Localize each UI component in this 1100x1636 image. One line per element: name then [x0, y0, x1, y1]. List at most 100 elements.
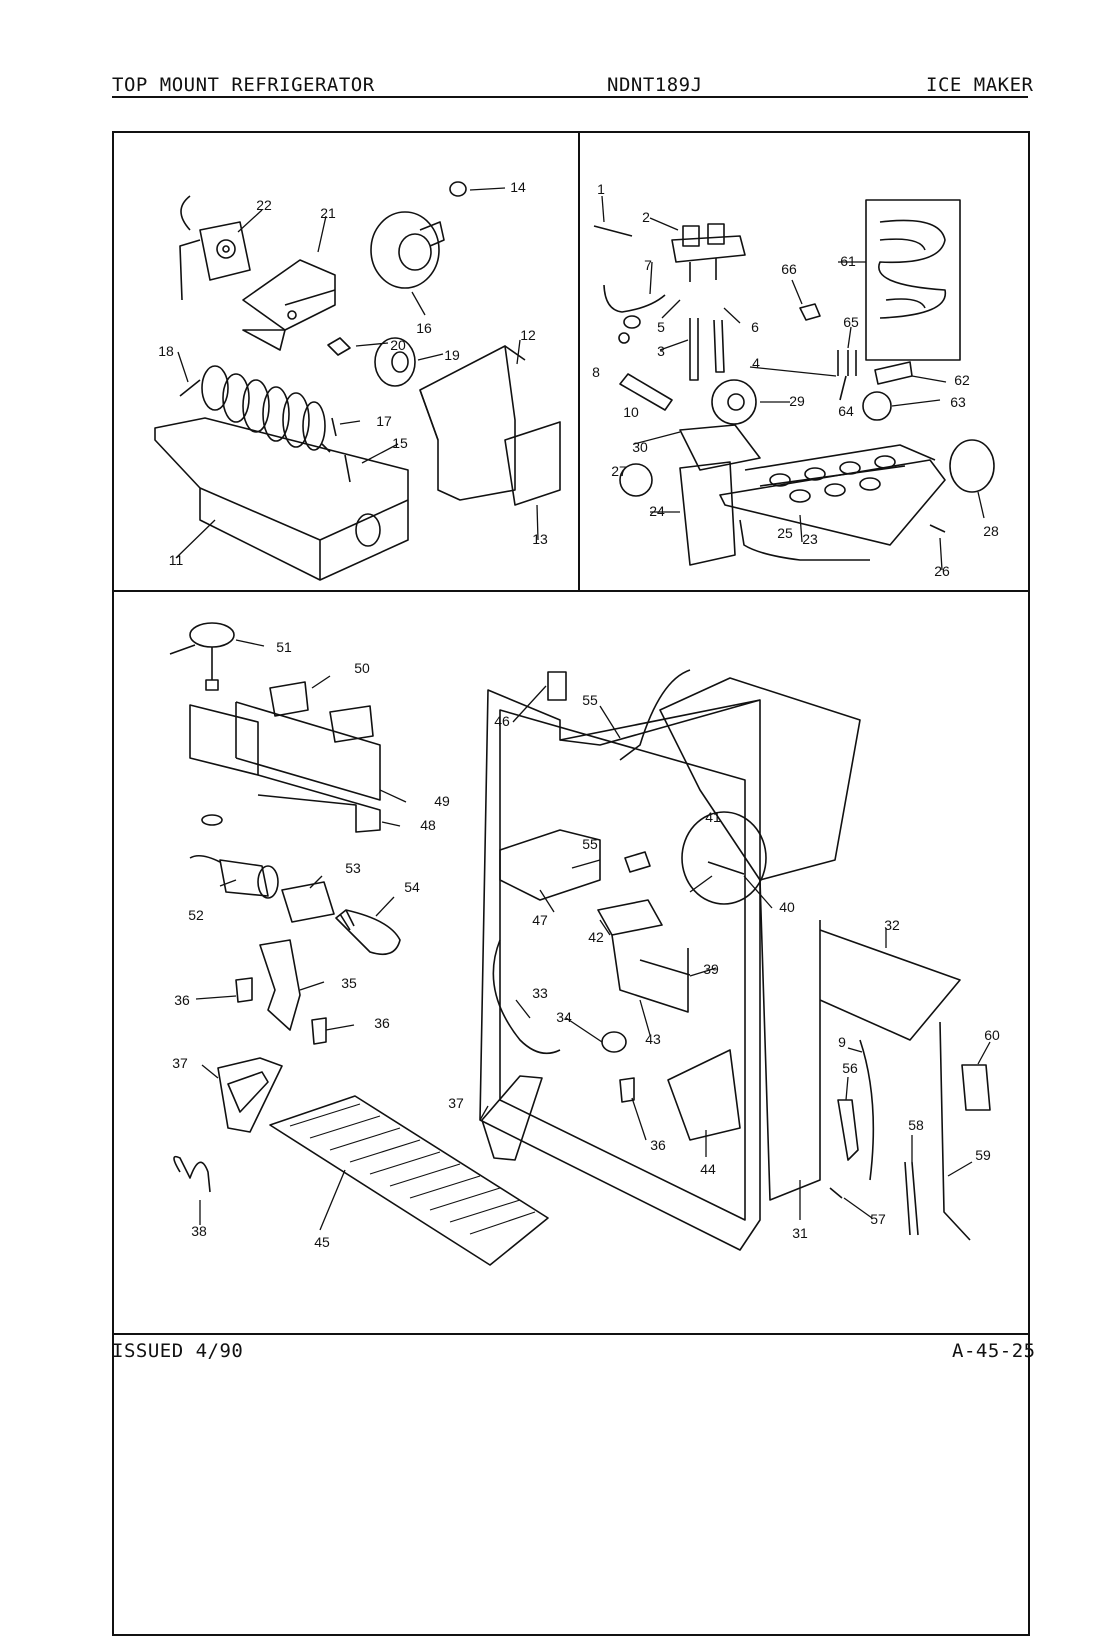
tube-part-55-upper [619, 669, 691, 761]
callout-label: 32 [884, 917, 900, 933]
callout-label: 66 [781, 261, 797, 277]
callout-label: 49 [434, 793, 450, 809]
callout-label: 45 [314, 1234, 330, 1250]
callout-label: 10 [623, 404, 639, 420]
callout-label: 52 [188, 907, 204, 923]
callout-label: 44 [700, 1161, 716, 1177]
bracket-part-36-center [619, 1077, 635, 1103]
paddle-part-37-right [481, 1075, 543, 1161]
grille-part-45 [269, 1095, 549, 1266]
detail-part-28 [949, 439, 995, 493]
tube-part-4 [713, 319, 725, 373]
header-section: ICE MAKER [926, 74, 1034, 96]
callout-label: 3 [657, 343, 665, 359]
gear-part-19 [374, 337, 416, 387]
plate-part-13 [504, 421, 561, 506]
callout-label: 12 [520, 327, 536, 343]
callout-label: 23 [802, 531, 818, 547]
actuator-arm-part-35 [259, 939, 301, 1031]
knob-part-14 [449, 181, 467, 197]
callout-label: 26 [934, 563, 950, 579]
callout-label: 59 [975, 1147, 991, 1163]
switch-part-50b [329, 705, 374, 743]
callout-label: 18 [158, 343, 174, 359]
panel-ice-maker-assembly [154, 181, 561, 581]
detail-part-41 [681, 811, 767, 905]
callout-label: 35 [341, 975, 357, 991]
chute-part-12 [419, 345, 526, 501]
ring-part-16 [370, 211, 445, 289]
clip-part-20 [327, 337, 351, 356]
spring-part-40 [707, 861, 745, 875]
shaft-part-26 [929, 524, 946, 533]
callout-label: 50 [354, 660, 370, 676]
grommet-part-46 [547, 671, 567, 701]
water-valve-part-2 [671, 223, 746, 282]
callout-label: 53 [345, 860, 361, 876]
cover-part-44 [667, 1049, 741, 1141]
callout-label: 46 [494, 713, 510, 729]
leader-lines-panel-c [195, 639, 991, 1231]
header-title: TOP MOUNT REFRIGERATOR [112, 74, 375, 96]
paddle-part-37-left [217, 1057, 283, 1133]
bushing-inner-part-29 [727, 393, 745, 411]
callout-label: 61 [840, 253, 856, 269]
heater-coil-part-18 [179, 365, 331, 453]
bracket-part-43 [611, 934, 689, 1013]
fill-trough-part-30 [679, 424, 761, 471]
mold-heater-part-61 [865, 199, 961, 361]
switch-part-50a [269, 681, 309, 717]
filter-part-5-6 [623, 315, 641, 329]
bushing-part-29 [711, 379, 757, 425]
callout-label: 2 [642, 209, 650, 225]
channel-part-48 [257, 774, 381, 833]
callout-label: 57 [870, 1211, 886, 1227]
bracket-part-36-right [311, 1017, 327, 1045]
callout-label: 25 [777, 525, 793, 541]
callout-label: 63 [950, 394, 966, 410]
callout-label: 24 [649, 503, 665, 519]
bracket-part-66 [799, 303, 821, 321]
callout-label: 55 [582, 692, 598, 708]
callout-label: 37 [172, 1055, 188, 1071]
gear-part-27 [619, 463, 653, 497]
callout-label: 29 [789, 393, 805, 409]
callout-label: 16 [416, 320, 432, 336]
lamp-socket-part-52 [189, 854, 279, 899]
clamp-part-57 [829, 1187, 843, 1199]
leader-lines-panel-a [175, 187, 539, 559]
terminals-part-65 [837, 350, 857, 376]
callout-label: 13 [532, 531, 548, 547]
callout-label: 47 [532, 912, 548, 928]
harness-part-64 [839, 375, 847, 401]
mold-tray-part-23 [719, 444, 946, 546]
tube-part-58 [904, 1161, 919, 1236]
housing-part-24 [679, 461, 736, 566]
footer-issue-date: ISSUED 4/90 [112, 1340, 244, 1362]
clip-part-55-lower [624, 851, 651, 873]
callout-label: 28 [983, 523, 999, 539]
callout-label: 62 [954, 372, 970, 388]
thermostat-detail-part-63 [862, 391, 892, 421]
panel-divider-vertical [578, 131, 580, 592]
header-model: NDNT189J [607, 74, 703, 96]
callout-label: 51 [276, 639, 292, 655]
callout-label: 34 [556, 1009, 572, 1025]
door-part-42 [597, 899, 663, 936]
panel-dispenser [169, 622, 991, 1266]
callout-label: 36 [174, 992, 190, 1008]
bracket-part-36-left [235, 977, 253, 1003]
callout-label: 54 [404, 879, 420, 895]
callout-label: 38 [191, 1223, 207, 1239]
callout-label: 9 [838, 1034, 846, 1050]
callout-label: 17 [376, 413, 392, 429]
panel-divider-horizontal [112, 590, 1030, 592]
callout-label: 33 [532, 985, 548, 1001]
callout-label: 40 [779, 899, 795, 915]
callout-label: 8 [592, 364, 600, 380]
bulb-part-54 [335, 909, 401, 956]
callout-label: 19 [444, 347, 460, 363]
callout-label: 31 [792, 1225, 808, 1241]
cover-part-21 [242, 259, 336, 351]
